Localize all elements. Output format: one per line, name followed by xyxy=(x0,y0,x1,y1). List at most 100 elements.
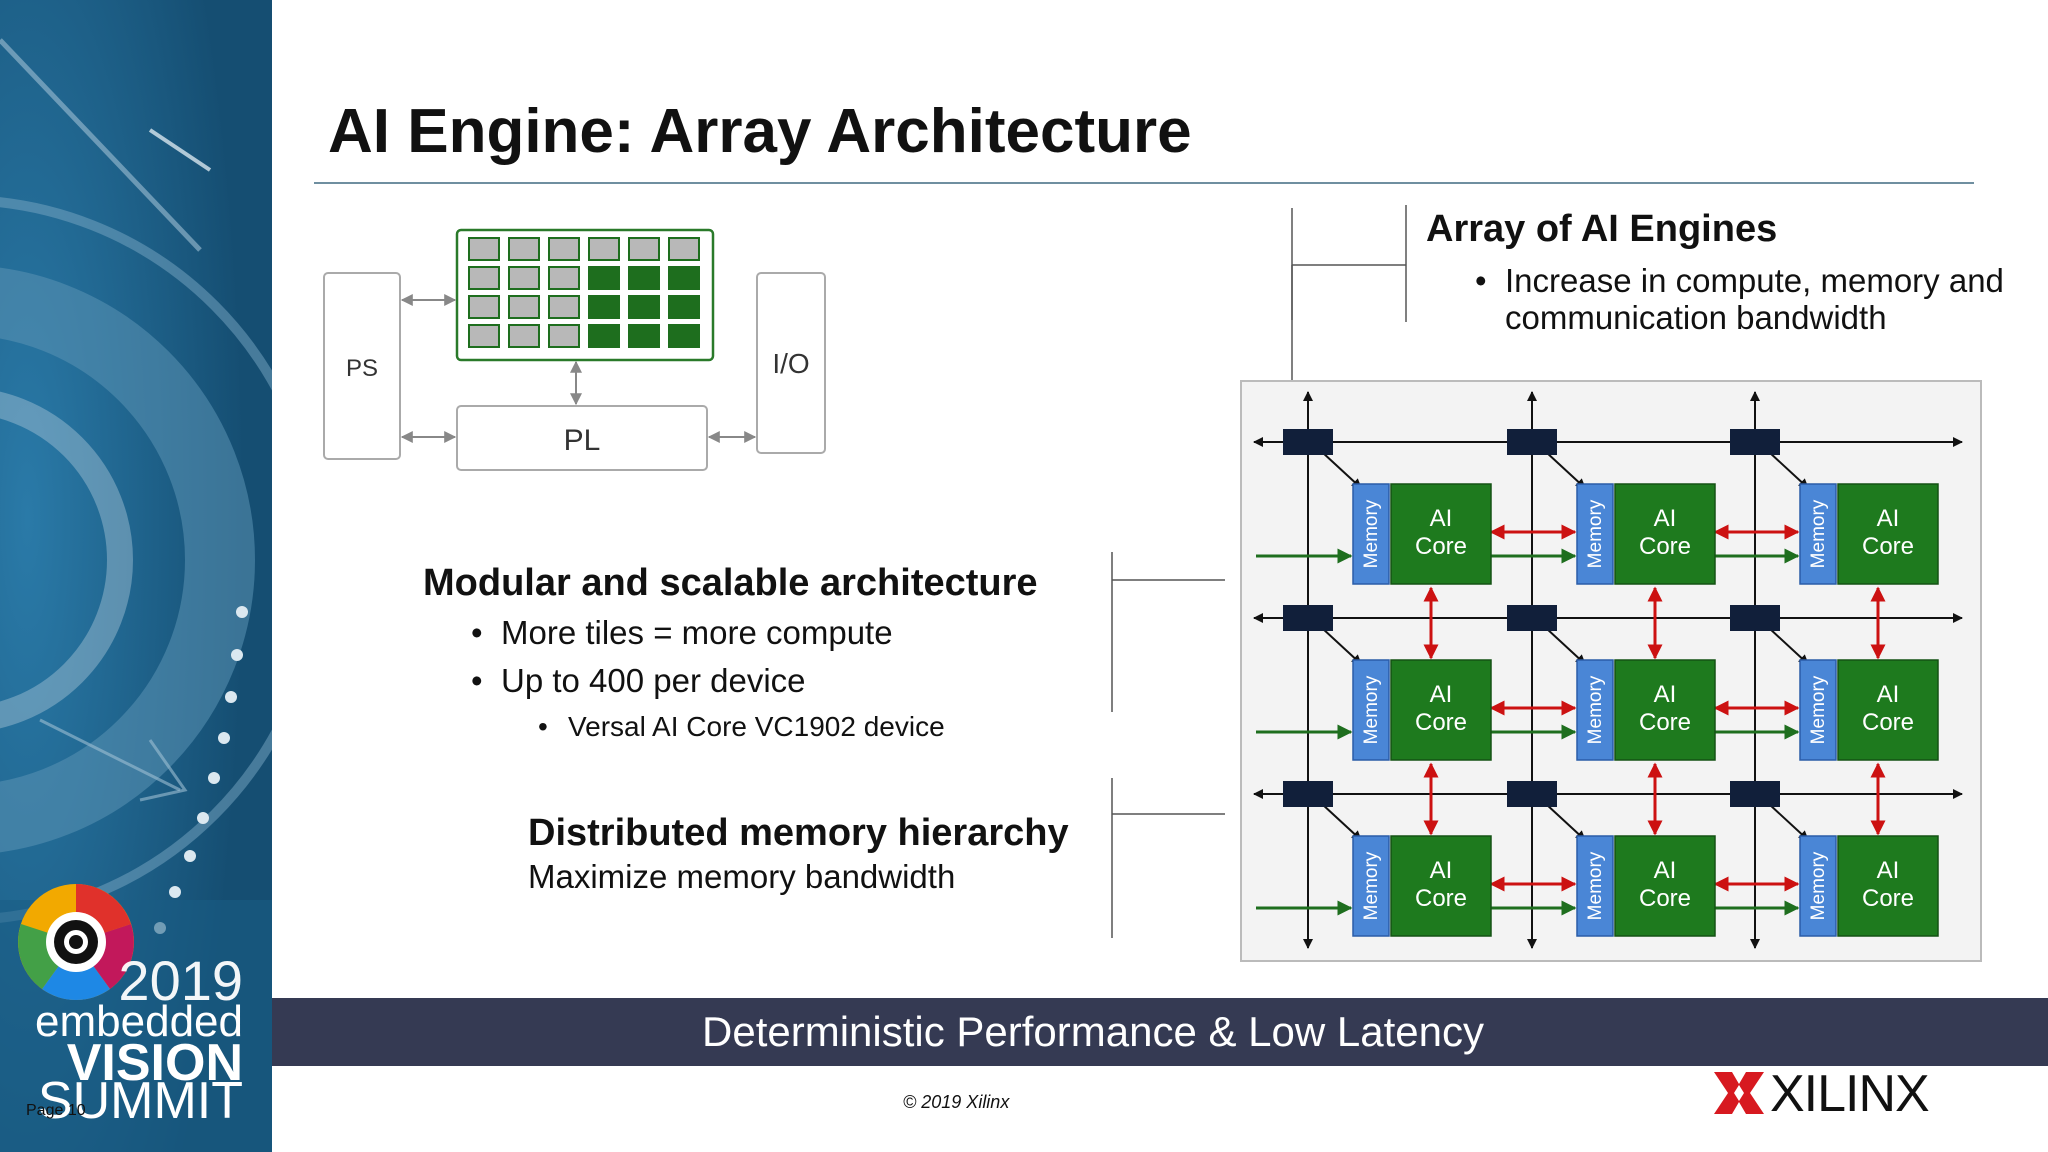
io-block xyxy=(756,272,826,454)
pl-block xyxy=(456,405,708,471)
modular-heading: Modular and scalable architecture xyxy=(423,562,1038,604)
stream-switch xyxy=(1730,605,1780,631)
ai-core-label: Core xyxy=(1415,885,1467,912)
switch-tile-link xyxy=(1768,627,1809,665)
stream-switch xyxy=(1507,605,1557,631)
mini-tile xyxy=(668,266,700,290)
mini-tile xyxy=(548,324,580,348)
memory-label: Memory xyxy=(1361,851,1382,920)
callout-brackets xyxy=(1111,205,1407,938)
modular-bullet-2: Up to 400 per device xyxy=(471,662,805,700)
memory-block xyxy=(1799,835,1837,937)
ai-core-block xyxy=(1390,835,1492,937)
memory-block xyxy=(1799,659,1837,761)
ai-core-label: AI xyxy=(1430,857,1453,884)
memory-block xyxy=(1576,659,1614,761)
ai-core-block xyxy=(1390,659,1492,761)
ai-core-label: Core xyxy=(1639,533,1691,560)
memory-label: Memory xyxy=(1361,499,1382,568)
mini-tile xyxy=(668,237,700,261)
ai-core-label: AI xyxy=(1877,681,1900,708)
mini-tile xyxy=(588,324,620,348)
stream-switch xyxy=(1283,781,1333,807)
stream-switch xyxy=(1507,429,1557,455)
stream-switch xyxy=(1283,429,1333,455)
memory-block xyxy=(1352,659,1390,761)
ps-block xyxy=(323,272,401,460)
mini-tile xyxy=(628,324,660,348)
memory-label: Memory xyxy=(1808,675,1829,744)
ai-core-label: Core xyxy=(1639,885,1691,912)
memory-heading: Distributed memory hierarchy xyxy=(528,812,1069,854)
memory-label: Memory xyxy=(1361,675,1382,744)
array-bullet: Increase in compute, memory and communic… xyxy=(1475,262,2025,336)
ai-core-block xyxy=(1614,659,1716,761)
mini-tile xyxy=(628,295,660,319)
ai-core-label: Core xyxy=(1415,533,1467,560)
mini-array-grid xyxy=(468,237,700,348)
mini-tile xyxy=(468,237,500,261)
ai-core-label: Core xyxy=(1415,709,1467,736)
switch-tile-link xyxy=(1321,627,1362,665)
mini-tile xyxy=(508,266,540,290)
mini-tile xyxy=(468,324,500,348)
switch-tile-link xyxy=(1545,627,1586,665)
switch-tile-link xyxy=(1321,803,1362,841)
memory-block xyxy=(1576,483,1614,585)
page-number: Page 10 xyxy=(26,1102,86,1119)
memory-block xyxy=(1576,835,1614,937)
mini-tile xyxy=(548,295,580,319)
xilinx-logo-icon xyxy=(1714,1072,1764,1114)
logo-year: 2019 xyxy=(118,949,243,1012)
stream-switch xyxy=(1730,781,1780,807)
ai-core-block xyxy=(1614,483,1716,585)
footer-banner xyxy=(272,998,2048,1066)
copyright-text: © 2019 Xilinx xyxy=(903,1092,1010,1112)
mini-tile xyxy=(588,266,620,290)
pl-label: PL xyxy=(564,424,601,457)
mini-tile xyxy=(508,324,540,348)
ai-core-label: Core xyxy=(1862,885,1914,912)
logo-vision: VISION xyxy=(67,1034,243,1092)
logo-summit: SUMMIT xyxy=(38,1072,243,1130)
stream-switch xyxy=(1730,429,1780,455)
modular-bullet-1: More tiles = more compute xyxy=(471,614,893,652)
logo-embedded: embedded xyxy=(35,997,243,1046)
title-divider xyxy=(314,182,1974,184)
slide-title: AI Engine: Array Architecture xyxy=(328,97,1192,166)
ai-core-block xyxy=(1837,835,1939,937)
ai-core-block xyxy=(1837,659,1939,761)
banner-text: Deterministic Performance & Low Latency xyxy=(702,1008,1484,1055)
mini-tile xyxy=(508,237,540,261)
memory-label: Memory xyxy=(1585,499,1606,568)
switch-tile-link xyxy=(1545,803,1586,841)
mini-tile xyxy=(548,237,580,261)
ai-core-label: AI xyxy=(1654,681,1677,708)
ai-core-label: AI xyxy=(1654,857,1677,884)
memory-label: Memory xyxy=(1585,851,1606,920)
ps-label: PS xyxy=(346,355,378,382)
xilinx-wordmark: XILINX xyxy=(1770,1065,1930,1123)
switch-tile-link xyxy=(1321,451,1362,489)
memory-label: Memory xyxy=(1808,851,1829,920)
ai-core-block xyxy=(1837,483,1939,585)
io-label: I/O xyxy=(772,348,809,379)
mini-tile xyxy=(468,295,500,319)
ai-core-label: AI xyxy=(1430,681,1453,708)
memory-label: Memory xyxy=(1585,675,1606,744)
modular-sub-bullet: Versal AI Core VC1902 device xyxy=(538,711,945,743)
mini-tile xyxy=(628,237,660,261)
mini-tile xyxy=(628,266,660,290)
mini-tile xyxy=(668,295,700,319)
memory-block xyxy=(1352,483,1390,585)
ai-core-label: Core xyxy=(1862,533,1914,560)
stream-switch xyxy=(1283,605,1333,631)
ai-core-label: Core xyxy=(1862,709,1914,736)
memory-text: Maximize memory bandwidth xyxy=(528,858,956,895)
ai-core-label: AI xyxy=(1877,505,1900,532)
mini-tile xyxy=(468,266,500,290)
ai-core-label: AI xyxy=(1877,857,1900,884)
mini-tile xyxy=(588,295,620,319)
array-heading: Array of AI Engines xyxy=(1426,208,1778,250)
